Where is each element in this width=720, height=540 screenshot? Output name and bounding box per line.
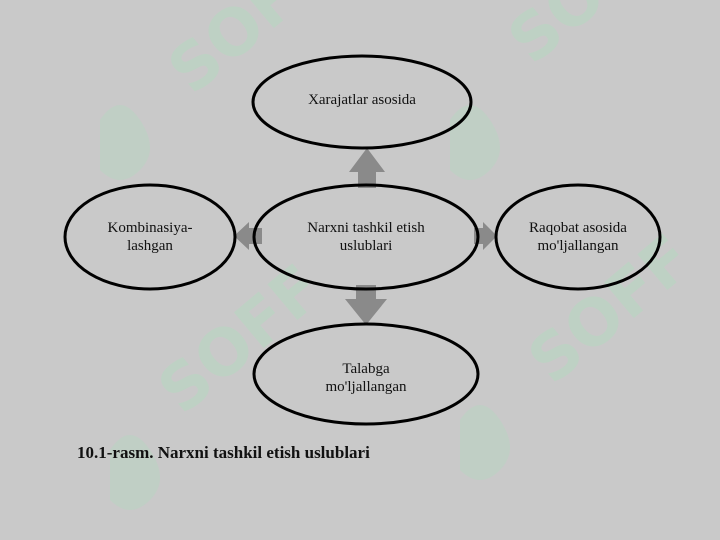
watermark-mark (110, 435, 160, 510)
node-right-line1: Raqobat asosida (529, 220, 627, 236)
node-right-label: Raqobat asosida mo'ljallangan (508, 217, 648, 257)
node-top-label: Xarajatlar asosida (262, 88, 462, 112)
svg-text:SOFF: SOFF (145, 251, 337, 428)
watermark-logo: SOFF (495, 0, 687, 79)
node-left-ellipse (63, 183, 237, 291)
node-center-line2: uslublari (339, 238, 393, 254)
arrow-up (349, 148, 385, 188)
svg-text:SOFF: SOFF (495, 0, 687, 79)
watermark-mark (460, 405, 510, 480)
node-center-label: Narxni tashkil etish uslublari (266, 217, 466, 257)
watermark-mark (100, 105, 150, 180)
node-center-line1: Narxni tashkil etish (307, 220, 425, 236)
arrow-down (345, 285, 387, 325)
node-right-line2: mo'ljallangan (537, 238, 619, 254)
node-left-line2: lashgan (127, 238, 173, 254)
node-bottom-line2: mo'ljallangan (325, 379, 407, 395)
node-bottom-ellipse (252, 322, 480, 426)
node-top-text: Xarajatlar asosida (308, 92, 416, 108)
figure-caption: 10.1-rasm. Narxni tashkil etish uslublar… (77, 443, 370, 462)
node-right-ellipse (494, 183, 662, 291)
node-center-ellipse (252, 183, 480, 291)
node-bottom-line1: Talabga (342, 361, 390, 377)
watermark-logo: SOFF (145, 251, 337, 428)
node-top-ellipse (251, 54, 473, 150)
watermark-mark (450, 105, 500, 180)
node-left-line1: Kombinasiya- (107, 220, 193, 236)
node-left-label: Kombinasiya- lashgan (80, 217, 220, 257)
node-bottom-label: Talabga mo'ljallangan (266, 358, 466, 398)
